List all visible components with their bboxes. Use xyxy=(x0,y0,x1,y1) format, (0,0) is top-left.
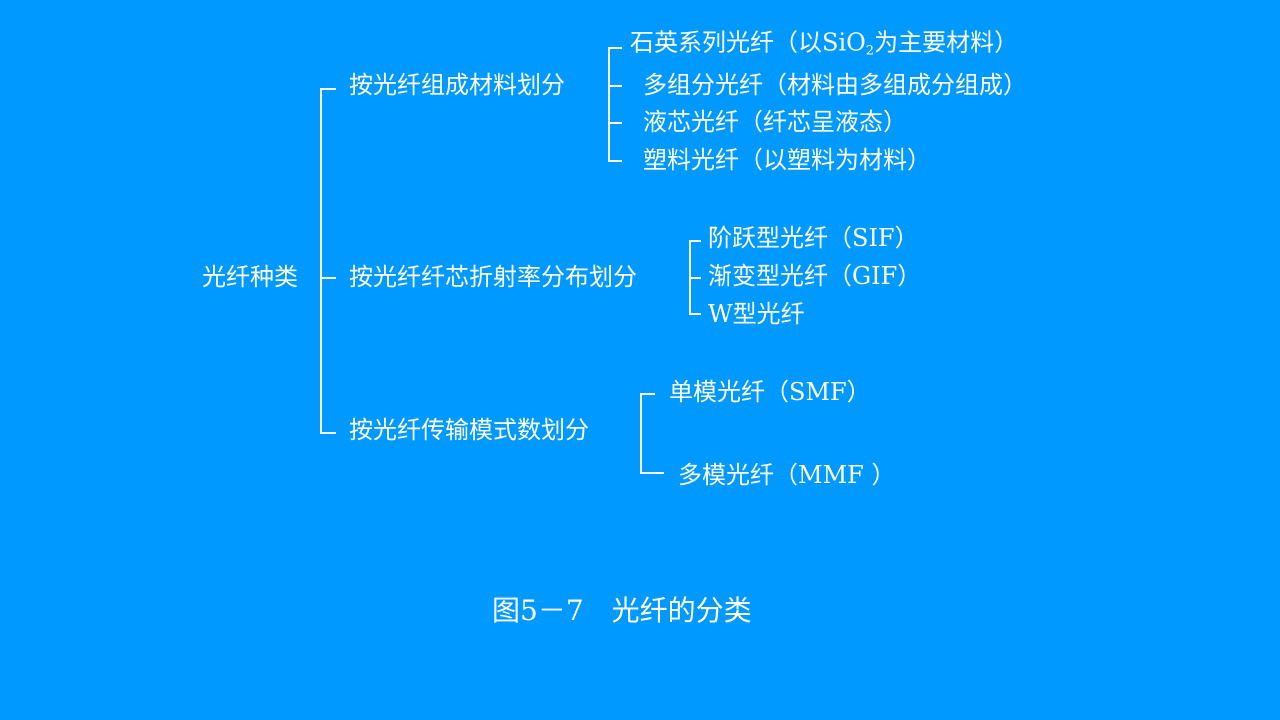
bracket-tick xyxy=(608,47,622,49)
group-mode: 按光纤传输模式数划分 xyxy=(349,416,589,444)
item-step-index: 阶跃型光纤（SIF） xyxy=(708,224,919,252)
item-graded-index: 渐变型光纤（GIF） xyxy=(708,262,922,290)
group-material: 按光纤组成材料划分 xyxy=(349,71,565,99)
bracket-tick xyxy=(608,122,622,124)
bracket-tick xyxy=(320,88,336,90)
bracket-main xyxy=(320,88,322,432)
bracket-tick xyxy=(320,277,336,279)
bracket-tick xyxy=(689,240,701,242)
bracket-tick xyxy=(689,313,701,315)
group-index-profile: 按光纤纤芯折射率分布划分 xyxy=(349,263,637,291)
root-label: 光纤种类 xyxy=(202,263,298,291)
bracket-tick xyxy=(608,85,622,87)
item-single-mode: 单模光纤（SMF） xyxy=(669,378,871,406)
bracket-mode xyxy=(640,393,642,472)
item-liquid-core-fiber: 液芯光纤（纤芯呈液态） xyxy=(643,108,907,136)
bracket-tick xyxy=(640,393,655,395)
bracket-material xyxy=(608,47,610,160)
bracket-tick xyxy=(608,160,622,162)
bracket-index-profile xyxy=(689,240,691,313)
item-multi-mode: 多模光纤（MMF ） xyxy=(678,461,896,489)
item-plastic-fiber: 塑料光纤（以塑料为材料） xyxy=(643,146,931,174)
item-w-type: W型光纤 xyxy=(708,300,805,328)
item-silica-fiber: 石英系列光纤（以SiO2为主要材料） xyxy=(630,28,1019,59)
item-multicomponent-fiber: 多组分光纤（材料由多组成分组成） xyxy=(643,71,1027,99)
bracket-tick xyxy=(320,432,336,434)
bracket-tick xyxy=(689,277,701,279)
figure-caption: 图5－7 光纤的分类 xyxy=(492,594,752,627)
bracket-tick xyxy=(640,472,664,474)
